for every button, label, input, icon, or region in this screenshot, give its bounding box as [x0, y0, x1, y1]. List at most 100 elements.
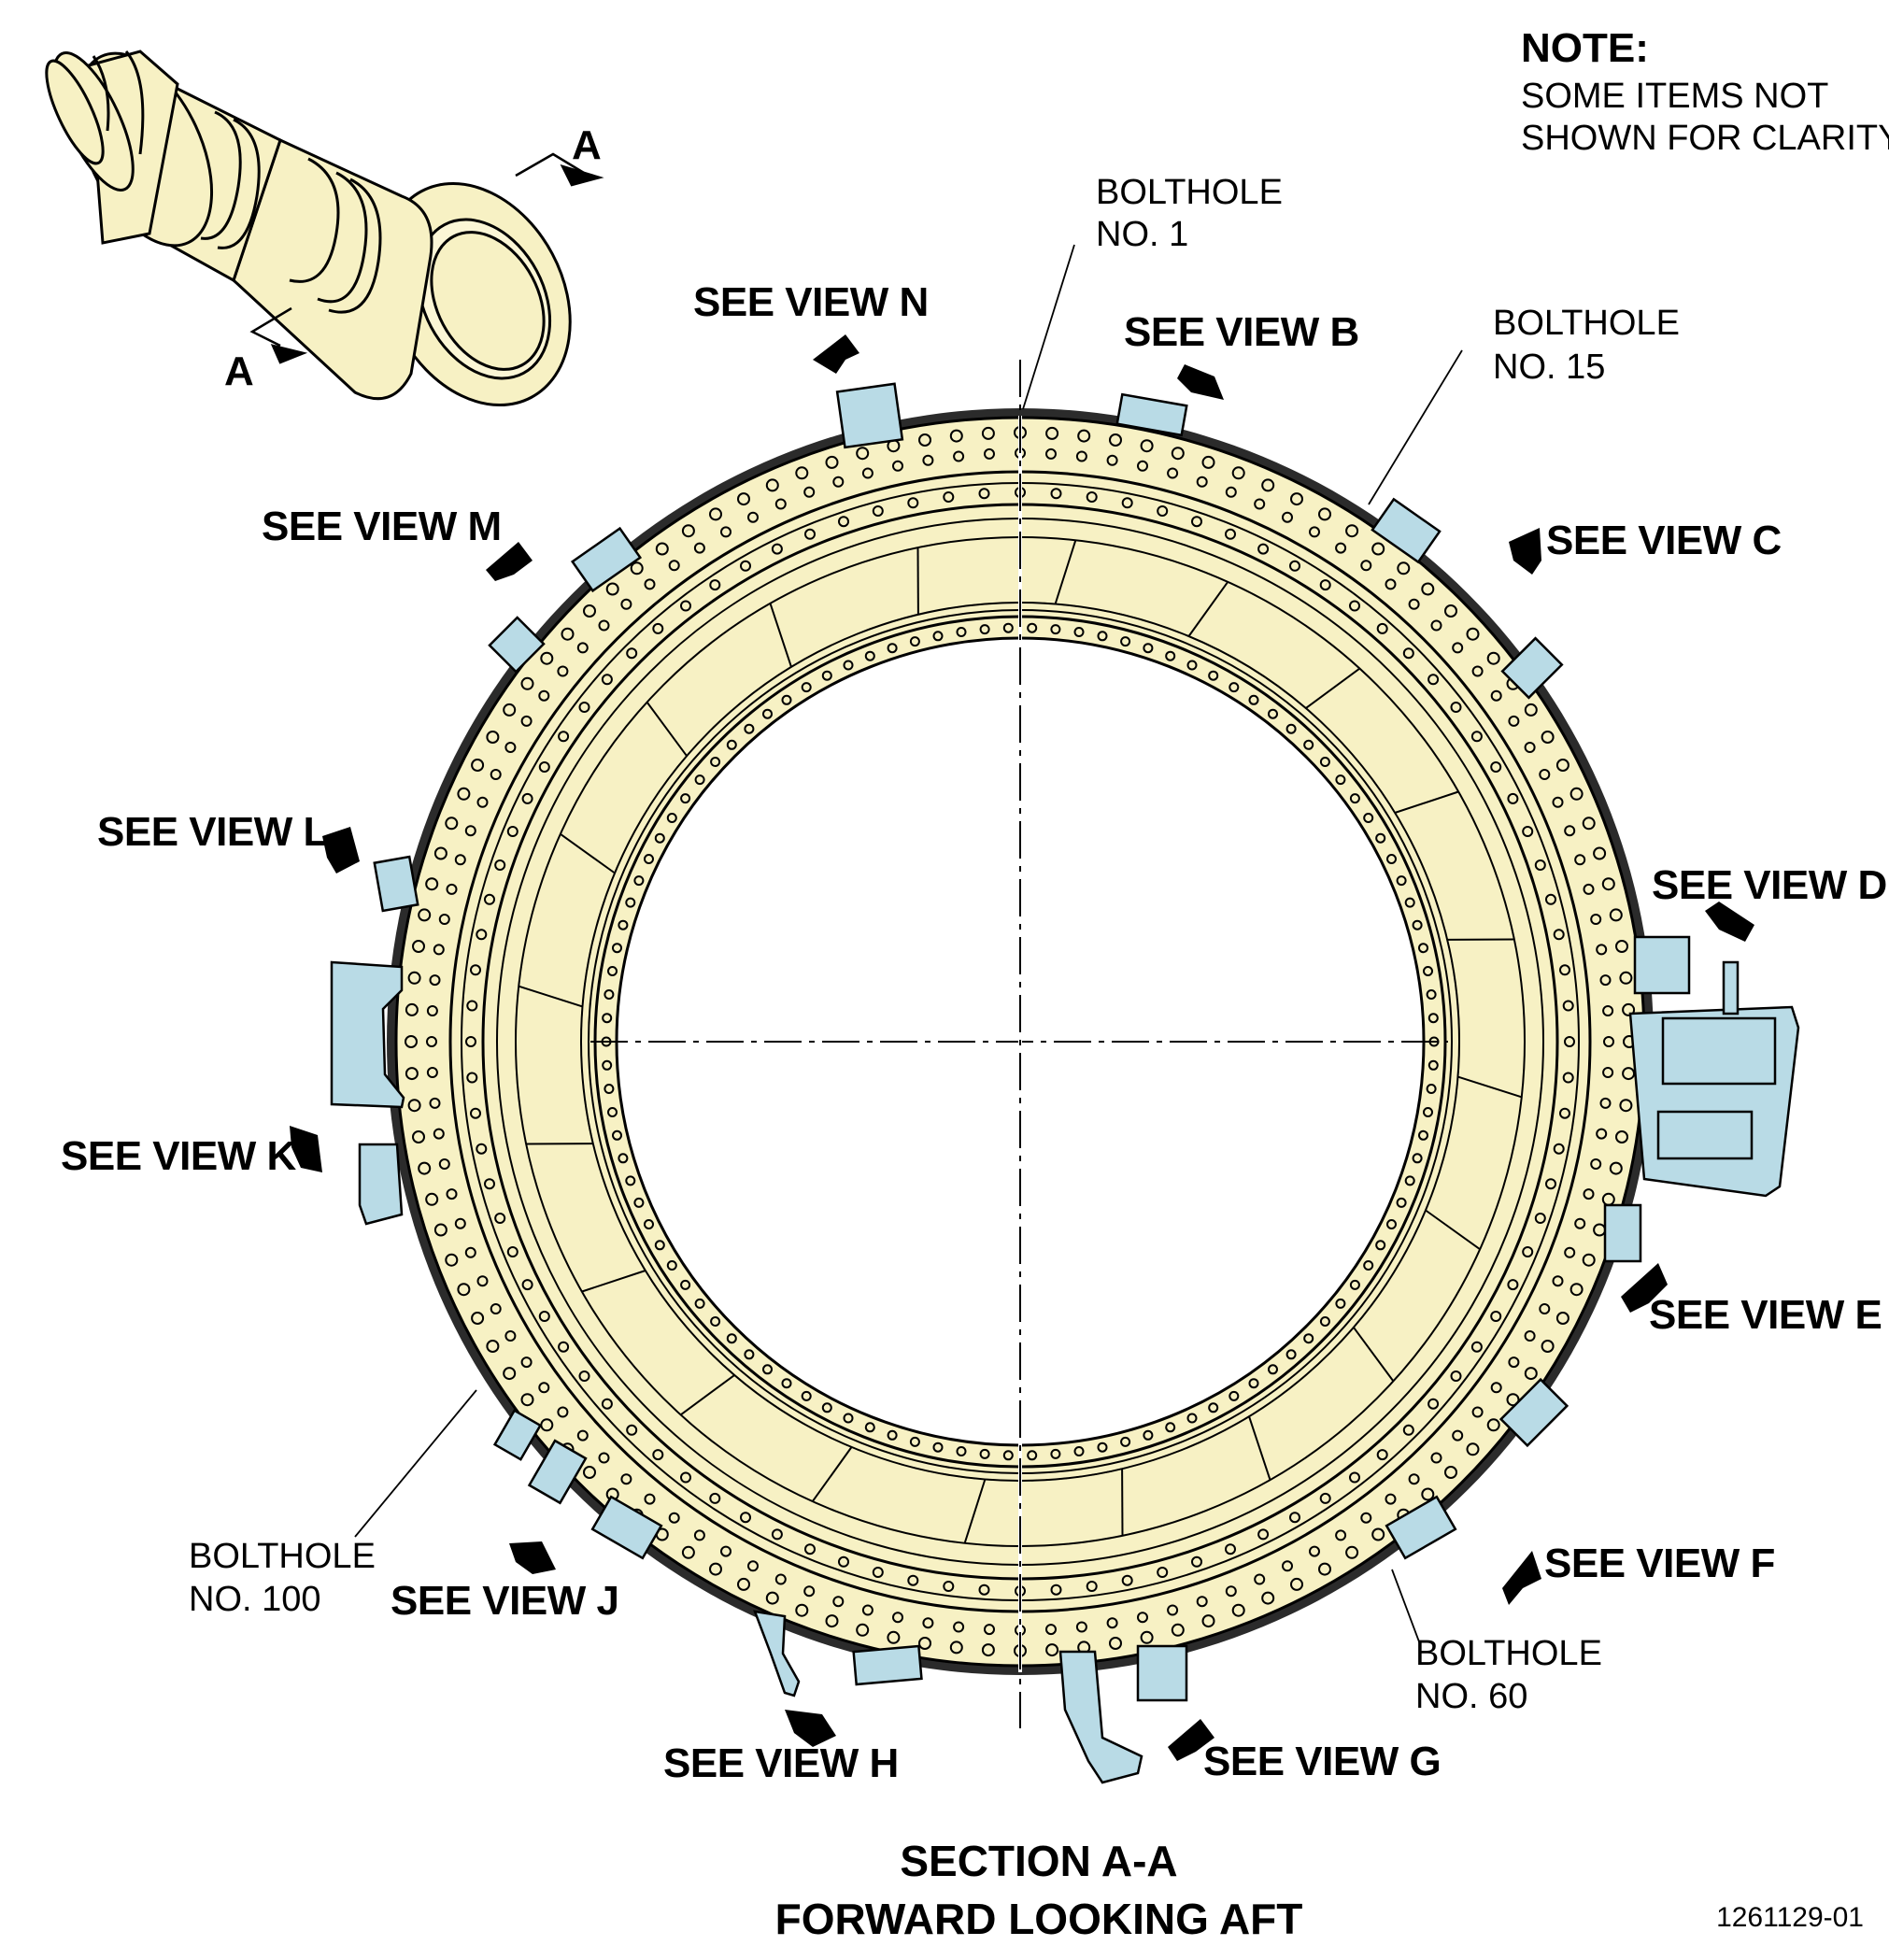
inner-bolthole	[1268, 708, 1278, 719]
outer-bolthole	[1444, 1466, 1457, 1479]
inner-bolthole	[1186, 660, 1198, 671]
mid-bolthole	[1534, 1213, 1546, 1224]
mid-bolthole	[1225, 528, 1236, 540]
inner-bolthole	[762, 1364, 773, 1375]
outer-bolthole-inner-row	[598, 619, 610, 632]
outer-bolthole-inner-row	[861, 1604, 873, 1616]
outer-bolthole-inner-row	[598, 1452, 610, 1464]
mid-bolthole	[1470, 1341, 1483, 1353]
mid-bolthole	[506, 1246, 518, 1257]
mid-bolthole	[1376, 1449, 1388, 1461]
outer-bolthole-inner-row	[720, 1545, 731, 1557]
inner-bolthole	[801, 682, 812, 693]
bolthole-1-line-1: BOLTHOLE	[1096, 173, 1283, 212]
outer-bolthole	[856, 447, 870, 461]
mid-bolthole	[521, 1279, 533, 1291]
mid-bolthole	[466, 1000, 478, 1012]
inner-bolthole	[1335, 1298, 1346, 1309]
outer-bolthole-inner-row	[1225, 486, 1237, 498]
outer-bolthole	[418, 1161, 432, 1175]
outer-bolthole-inner-row	[953, 1621, 965, 1633]
ring-rib	[560, 832, 616, 874]
label-see-view-g: SEE VIEW G	[1203, 1739, 1441, 1784]
outer-bolthole	[1421, 1487, 1435, 1501]
arrow-view-k	[290, 1126, 322, 1172]
outer-bolthole	[709, 507, 722, 521]
outer-bolthole	[1609, 908, 1623, 922]
outer-bolthole	[1397, 561, 1411, 575]
inner-bolthole	[781, 1378, 792, 1389]
arrow-view-g	[1168, 1719, 1214, 1761]
outer-bolthole	[1466, 1442, 1480, 1456]
mid-bolthole	[1157, 505, 1169, 517]
mid-bolthole	[466, 1072, 478, 1084]
outer-bolthole-inner-row	[1360, 1512, 1372, 1524]
outer-bolthole-inner-row	[1471, 665, 1484, 677]
inner-bolthole	[710, 1316, 721, 1327]
outer-bolthole	[1541, 1340, 1555, 1353]
outer-bolthole	[425, 877, 439, 891]
inner-bolthole	[1097, 631, 1108, 642]
mid-bolthole	[1450, 702, 1462, 713]
inner-bolthole	[843, 660, 854, 671]
outer-bolthole-inner-row	[1225, 1585, 1237, 1598]
outer-bolthole	[1506, 1393, 1520, 1407]
outer-bolthole-inner-row	[644, 1493, 656, 1505]
outer-bolthole	[486, 731, 500, 744]
mid-bolthole	[804, 528, 816, 540]
outer-bolthole-inner-row	[668, 560, 680, 572]
outer-bolthole	[918, 1637, 931, 1650]
outer-bolthole-inner-row	[803, 486, 816, 498]
outer-bolthole	[655, 542, 669, 556]
mid-bolthole	[1427, 1398, 1440, 1410]
outer-bolthole-inner-row	[1564, 825, 1576, 837]
mid-bolthole	[1086, 1581, 1098, 1592]
outer-bolthole	[1261, 1591, 1275, 1605]
outer-bolthole-inner-row	[433, 1128, 445, 1140]
outer-bolthole	[486, 1340, 500, 1353]
outer-bolthole-inner-row	[1599, 1097, 1612, 1109]
inner-bolthole	[1073, 1446, 1085, 1456]
outer-bolthole	[1615, 940, 1628, 953]
inner-bolthole	[1386, 854, 1397, 864]
outer-bolthole-inner-row	[1385, 1493, 1397, 1505]
outer-bolthole-inner-row	[454, 854, 466, 866]
ring-rib	[1248, 1415, 1271, 1481]
outer-bolthole	[765, 478, 779, 492]
inner-bolthole	[654, 832, 665, 844]
figure-number: 1261129-01	[1716, 1902, 1864, 1933]
inner-bolthole	[821, 670, 832, 681]
label-see-view-e: SEE VIEW E	[1649, 1292, 1882, 1338]
outer-bolthole	[1615, 1130, 1628, 1143]
inner-bolthole	[1143, 1429, 1154, 1441]
outer-bolthole	[825, 455, 839, 469]
inner-bolthole	[1319, 1316, 1330, 1327]
inner-bolthole	[1268, 1364, 1278, 1375]
outer-bolthole-inner-row	[438, 914, 450, 925]
mid-bolthole	[538, 761, 550, 773]
inner-bolthole	[654, 1240, 665, 1251]
outer-bolthole	[1109, 1637, 1122, 1650]
inner-bolthole	[694, 774, 705, 786]
mid-bolthole	[1507, 1279, 1519, 1291]
inner-bolthole	[1285, 1349, 1297, 1360]
mid-bolthole	[740, 560, 751, 572]
outer-bolthole-inner-row	[426, 1067, 438, 1078]
mid-bolthole	[494, 859, 506, 871]
arrow-view-n	[813, 334, 859, 374]
outer-bolthole-inner-row	[922, 454, 934, 466]
mid-bolthole	[1050, 1584, 1062, 1596]
outer-bolthole	[425, 1192, 439, 1206]
bolthole-1-line-2: NO. 1	[1096, 215, 1188, 254]
ring-rib	[1187, 581, 1229, 637]
mid-bolthole	[709, 1492, 721, 1504]
outer-bolthole	[1201, 1614, 1215, 1628]
inner-bolthole	[956, 1446, 967, 1456]
mid-bolthole	[1545, 1178, 1556, 1190]
outer-bolthole	[1140, 439, 1154, 453]
outer-bolthole-inner-row	[832, 1596, 845, 1608]
mid-bolthole	[484, 893, 495, 905]
outer-bolthole-inner-row	[520, 1356, 533, 1369]
inner-bolthole	[633, 875, 645, 887]
outer-bolthole-inner-row	[861, 467, 873, 479]
